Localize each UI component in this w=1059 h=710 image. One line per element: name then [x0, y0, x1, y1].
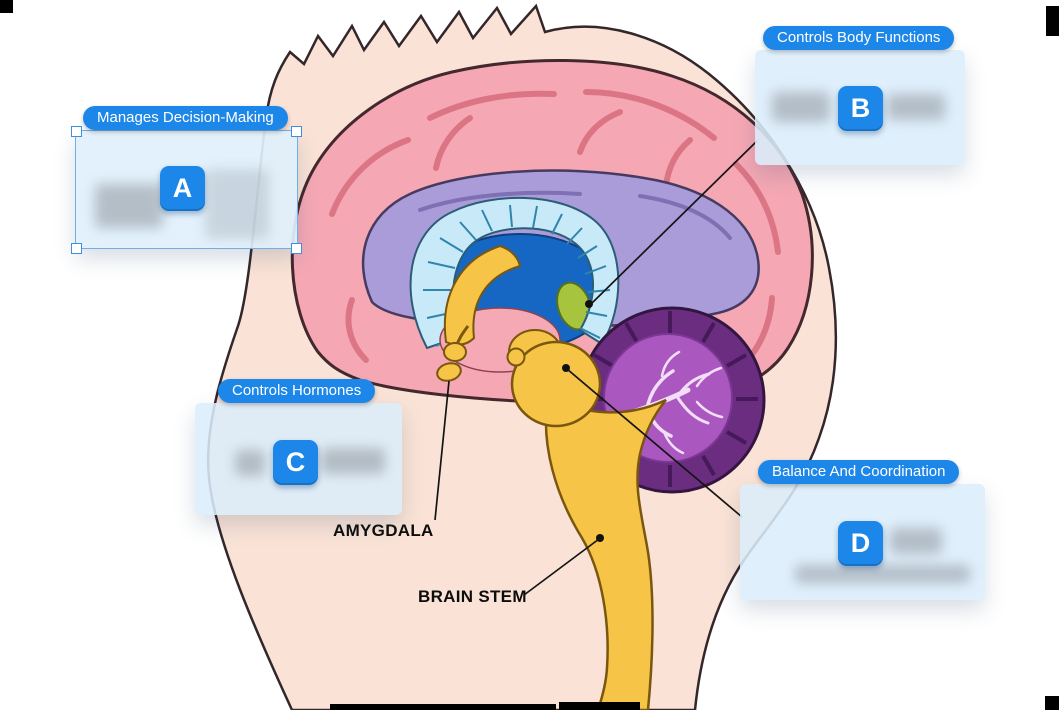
redacted-term-text	[772, 92, 830, 122]
term-letter-badge-b: B	[838, 86, 883, 131]
redacted-term-text	[205, 169, 269, 239]
term-letter-badge-a: A	[160, 166, 205, 211]
hint-pill-a: Manages Decision-Making	[83, 106, 288, 130]
redacted-term-text	[890, 528, 942, 554]
hint-pill-c: Controls Hormones	[218, 379, 376, 403]
brain-stem-dot	[596, 534, 604, 542]
mammillary-body	[506, 347, 526, 367]
screenshot-artifact	[559, 702, 640, 710]
selection-handle-sw[interactable]	[71, 243, 82, 254]
hint-pill-b: Controls Body Functions	[763, 26, 955, 50]
amygdala-leader-line	[434, 380, 450, 521]
redacted-term-text	[321, 448, 385, 474]
redacted-term-text	[887, 94, 945, 120]
term-card-d[interactable]: Balance And Coordination D	[740, 460, 985, 600]
screenshot-artifact	[0, 0, 13, 13]
selection-handle-nw[interactable]	[71, 126, 82, 137]
pons	[510, 340, 602, 428]
pineal-dot	[585, 300, 593, 308]
screenshot-artifact	[330, 704, 556, 710]
screenshot-artifact	[1046, 6, 1059, 36]
amygdala-label: AMYGDALA	[333, 521, 434, 540]
inner-region-folds	[418, 190, 732, 240]
screenshot-artifact	[1045, 696, 1059, 710]
brain-stem-shape	[544, 394, 667, 710]
term-card-b[interactable]: Controls Body Functions B	[755, 26, 965, 165]
redacted-term-text	[95, 184, 163, 228]
fornix	[443, 244, 522, 346]
redacted-term-text	[235, 450, 265, 476]
hint-pill-d: Balance And Coordination	[758, 460, 960, 484]
card-d-leader-line	[566, 368, 743, 518]
brain-stem-label: BRAIN STEM	[418, 587, 527, 606]
term-letter-badge-c: C	[273, 440, 318, 485]
pituitary-gland	[443, 342, 467, 362]
redacted-term-text	[795, 565, 970, 583]
pons-dot	[562, 364, 570, 372]
selection-handle-se[interactable]	[291, 243, 302, 254]
card-b-leader-line	[589, 140, 758, 306]
brain-stem-leader-line	[523, 538, 600, 596]
anatomy-dots	[562, 300, 604, 542]
corpus-callosum	[409, 196, 620, 350]
term-card-c[interactable]: Controls Hormones C	[195, 379, 402, 515]
leader-lines	[434, 140, 758, 596]
term-card-a[interactable]: Manages Decision-Making A	[71, 106, 302, 254]
selection-handle-ne[interactable]	[291, 126, 302, 137]
term-letter-badge-d: D	[838, 521, 883, 566]
amygdala-shape	[436, 362, 462, 382]
